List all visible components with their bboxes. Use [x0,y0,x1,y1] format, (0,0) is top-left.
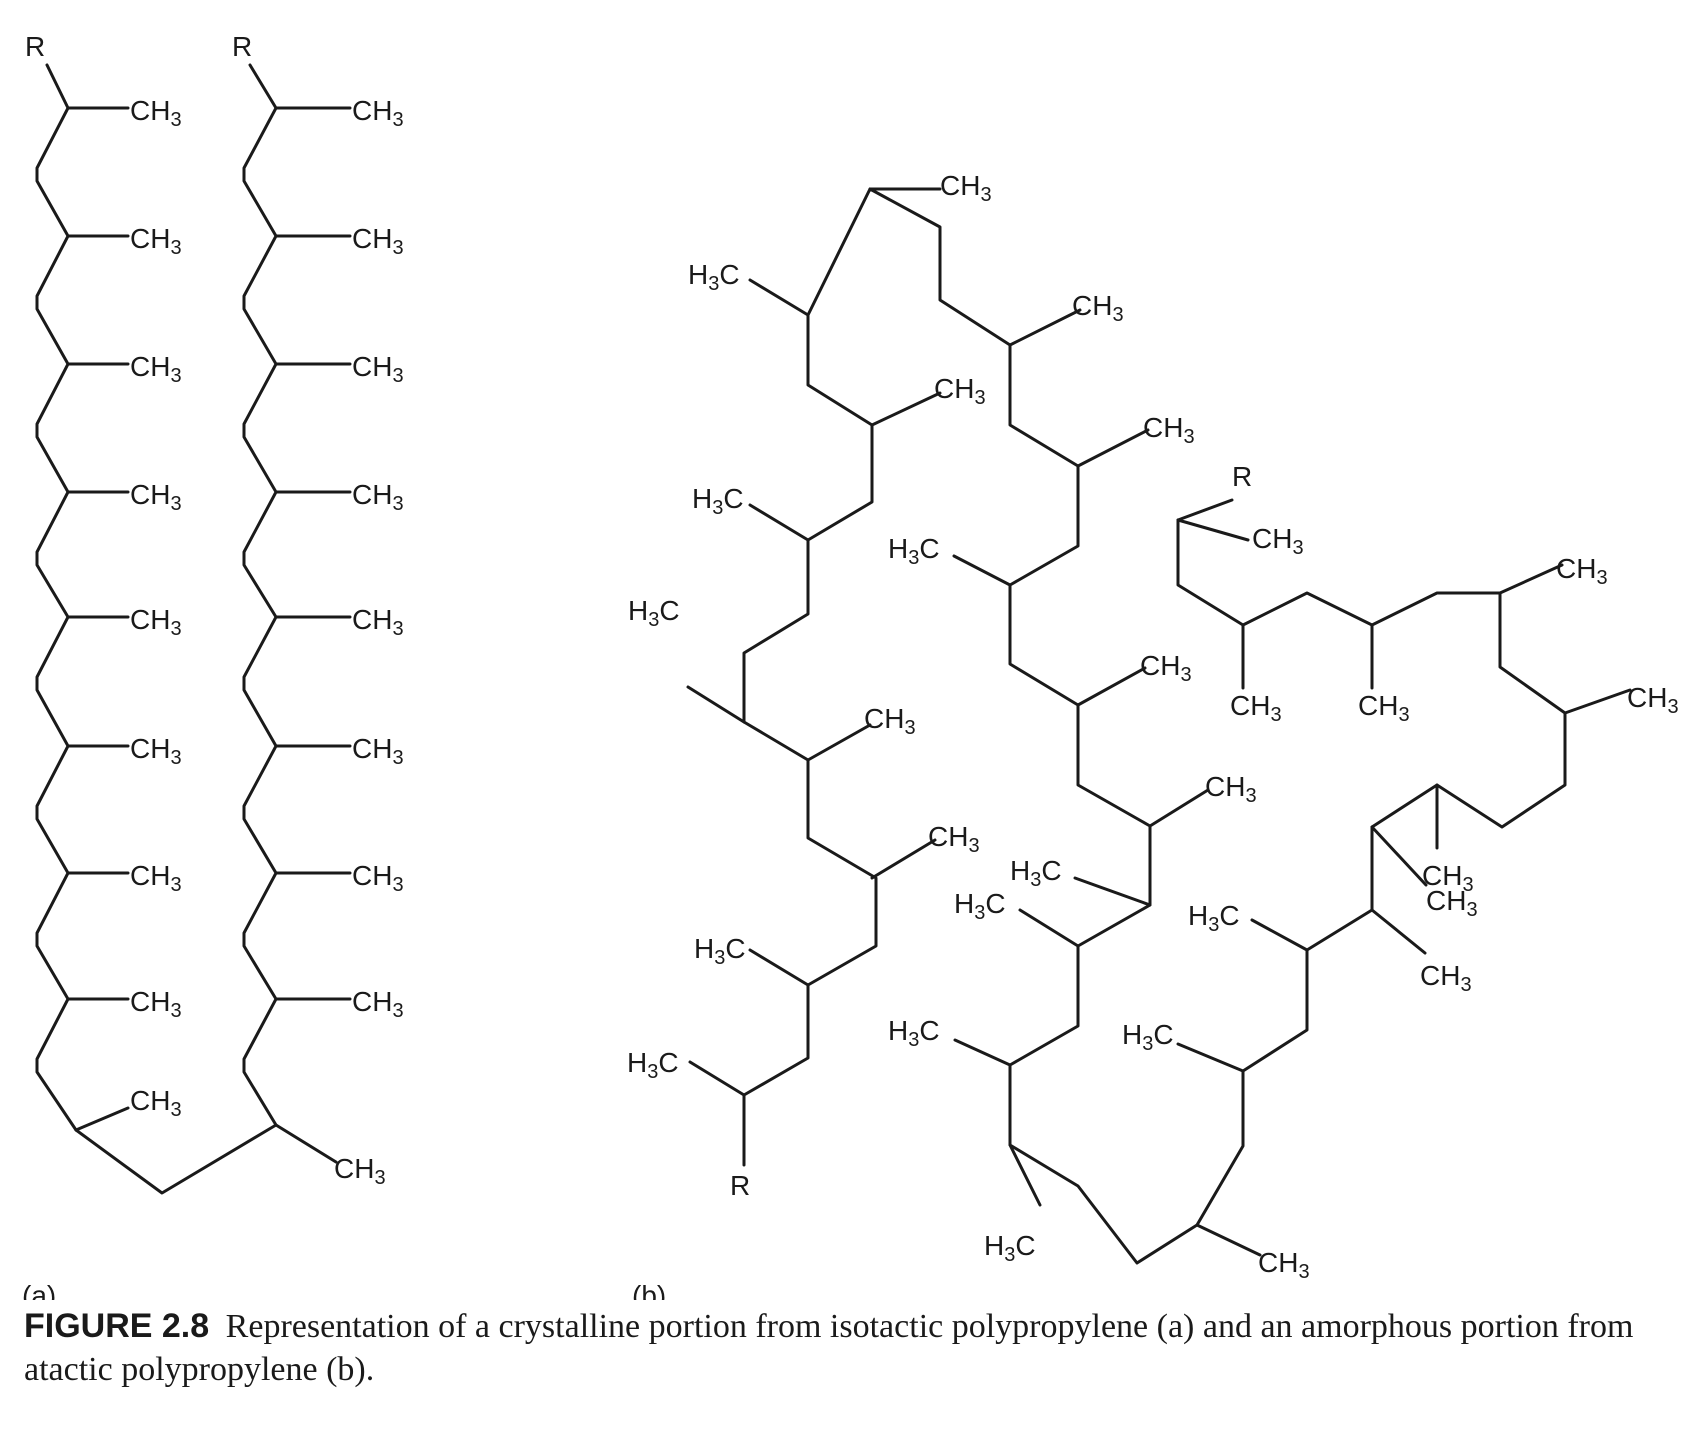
methyl-label: CH3 [934,373,986,409]
methyl-bond [953,1038,1012,1067]
methyl-label: CH3 [130,351,182,387]
methyl-bond [1073,876,1152,907]
methyl-bond [952,554,1012,587]
methyl-bond [1176,1042,1245,1073]
methyl-label: CH3 [130,95,182,131]
r-group-label: R [232,31,252,62]
methyl-label: CH3 [334,1153,386,1189]
caption-number: FIGURE 2.8 [24,1307,210,1345]
panel-label-b: (b) [632,1280,666,1300]
methyl-label: CH3 [352,986,404,1022]
methyl-bond [806,723,872,762]
methyl-label: H3C [694,933,746,969]
atactic-main-chain [742,187,1567,1265]
methyl-label: CH3 [1422,860,1474,896]
methyl-label: CH3 [940,170,992,206]
methyl-label: CH3 [1258,1247,1310,1283]
methyl-label: H3C [1010,855,1062,891]
r-group-label: R [1232,461,1252,492]
methyl-bond [1008,308,1082,347]
methyl-bond [748,503,810,542]
methyl-label: CH3 [928,821,980,857]
methyl-label: CH3 [1072,290,1124,326]
methyl-label: H3C [1122,1019,1174,1055]
methyl-label: H3C [628,595,680,631]
methyl-label: H3C [627,1047,679,1083]
methyl-label: CH3 [1230,690,1282,726]
isotactic-chain-2 [242,63,278,1127]
methyl-label: CH3 [1143,412,1195,448]
chain-bridge [74,1123,278,1195]
methyl-bond [1563,688,1632,715]
methyl-label: H3C [888,533,940,569]
methyl-bond [748,948,810,987]
methyl-bond [1008,1143,1042,1207]
r-group-label: R [730,1170,750,1201]
methyl-label: CH3 [130,733,182,769]
panel-label-a: (a) [22,1280,56,1300]
methyl-label: H3C [888,1015,940,1051]
r-group-label: R [25,31,45,62]
methyl-bond [1076,666,1147,707]
methyl-bond [688,1060,746,1097]
methyl-label: CH3 [1140,650,1192,686]
methyl-label: CH3 [130,860,182,896]
methyl-label: CH3 [352,351,404,387]
figure-caption: FIGURE 2.8 Representation of a crystalli… [24,1305,1684,1391]
methyl-label: CH3 [1358,690,1410,726]
caption-text: Representation of a crystalline portion … [24,1308,1634,1388]
methyl-bond [1250,918,1309,952]
r-bond [1176,498,1234,522]
methyl-label: CH3 [352,733,404,769]
methyl-label: CH3 [130,604,182,640]
methyl-label: CH3 [864,703,916,739]
methyl-label: CH3 [130,986,182,1022]
methyl-bond [1370,908,1427,955]
methyl-bond [870,838,937,880]
methyl-bond [1018,908,1080,948]
methyl-bond [748,278,810,317]
methyl-label: CH3 [130,223,182,259]
methyl-label: H3C [954,888,1006,924]
methyl-bond [1148,788,1210,828]
methyl-bond [686,685,746,724]
methyl-label: CH3 [1420,960,1472,996]
methyl-bond [274,1123,338,1164]
methyl-label: CH3 [1426,885,1478,921]
methyl-label: CH3 [1556,553,1608,589]
methyl-label: CH3 [352,223,404,259]
methyl-label: H3C [688,259,740,295]
methyl-label: CH3 [130,479,182,515]
methyl-bond [1195,1223,1262,1257]
methyl-label: H3C [692,483,744,519]
methyl-bond [870,391,942,427]
methyl-bond [74,1106,130,1132]
methyl-label: H3C [984,1230,1036,1266]
methyl-label: H3C [1188,900,1240,936]
methyl-bond [1498,563,1564,595]
isotactic-chain-1 [35,63,78,1132]
methyl-label: CH3 [352,95,404,131]
methyl-label: CH3 [1205,771,1257,807]
methyl-label: CH3 [1252,523,1304,559]
methyl-bond [1076,428,1150,468]
methyl-bond [1370,825,1428,887]
methyl-bond [1176,518,1250,542]
structure-svg: (a) (b) CH3CH3CH3CH3CH3CH3CH3CH3CH3RCH3C… [22,31,1679,1300]
methyl-label: CH3 [130,1085,182,1121]
methyl-label: CH3 [352,479,404,515]
methyl-label: CH3 [352,604,404,640]
methyl-label: CH3 [352,860,404,896]
methyl-label: CH3 [1627,682,1679,718]
